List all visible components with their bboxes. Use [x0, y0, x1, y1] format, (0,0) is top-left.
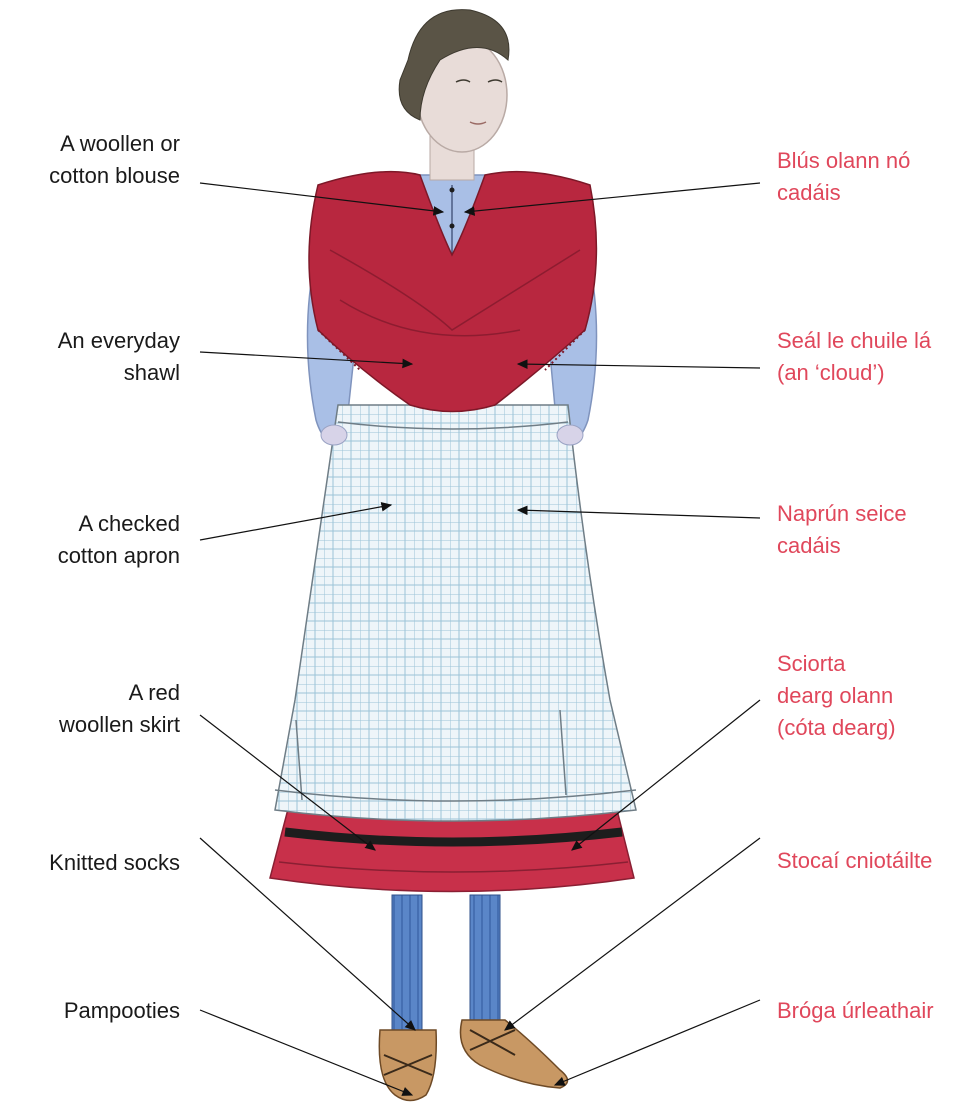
right-sock [470, 895, 500, 1025]
apron [275, 405, 636, 821]
